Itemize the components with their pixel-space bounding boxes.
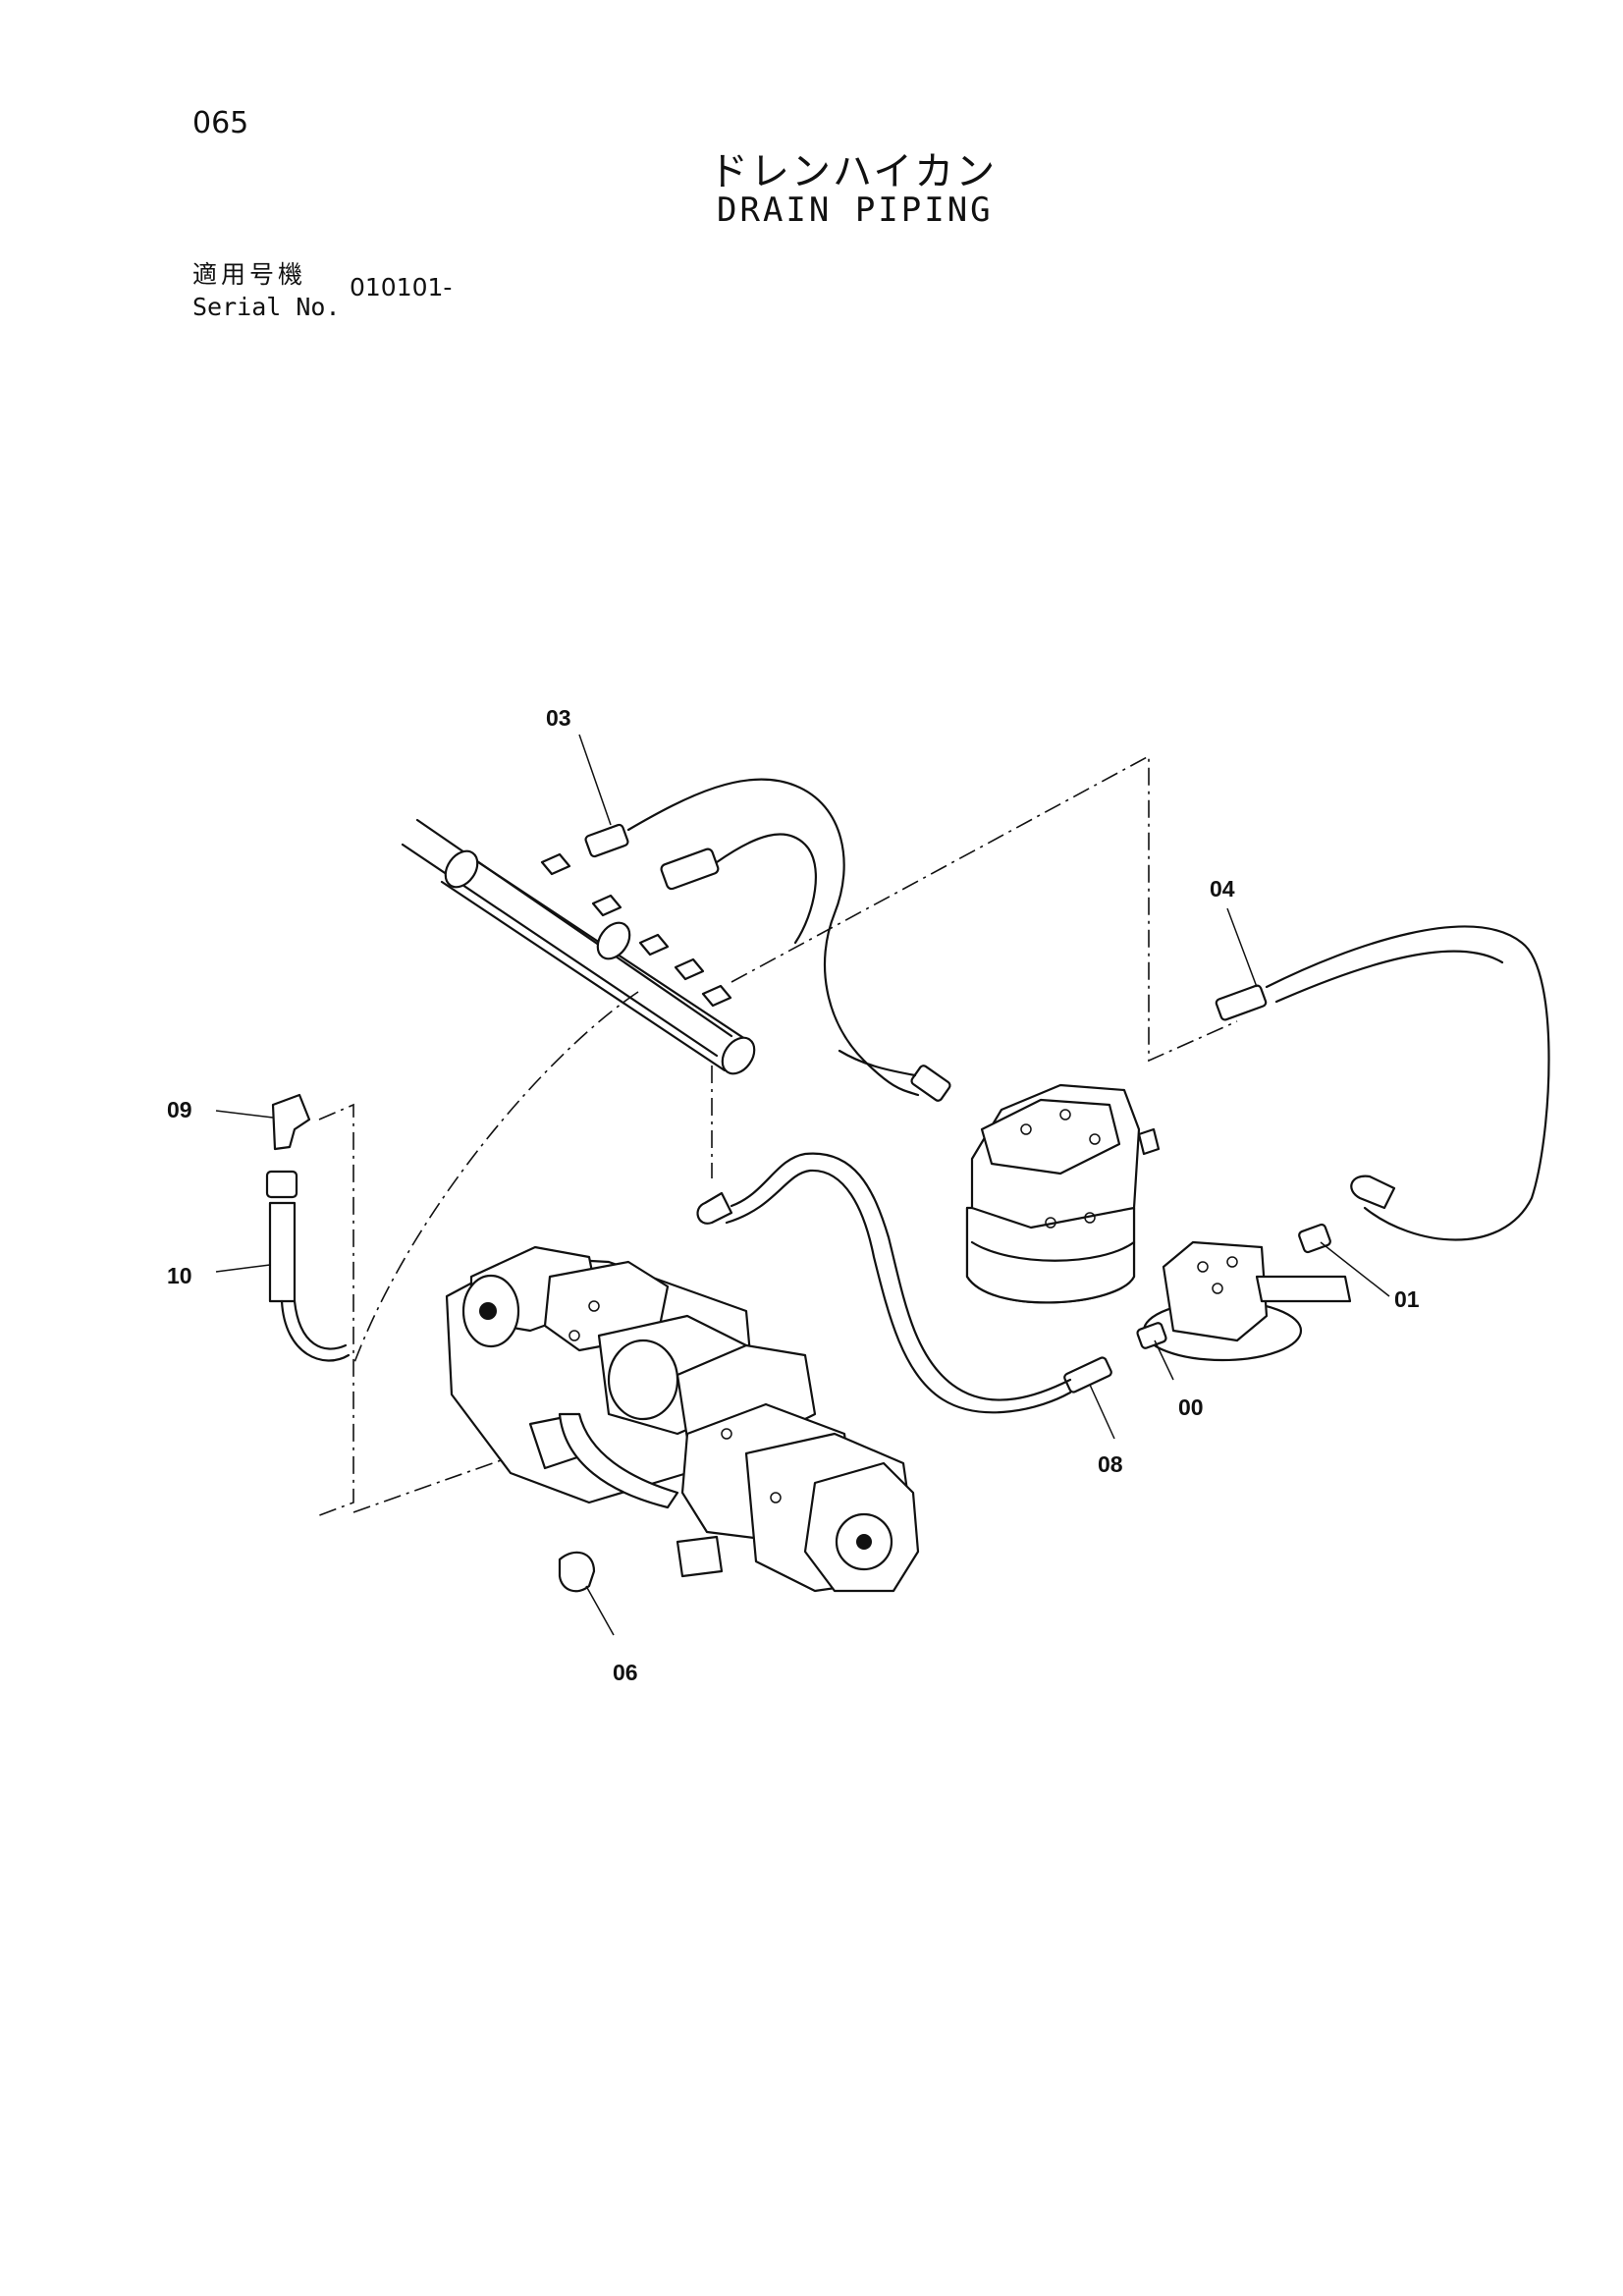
hose-09-10: [265, 1093, 351, 1362]
callout-08: 08: [1098, 1451, 1123, 1477]
serial-label-japanese: 適用号機: [192, 260, 307, 289]
hose-03: [584, 778, 920, 1097]
guide-lines: [313, 754, 1238, 1518]
page-title-japanese: ドレンハイカン: [709, 149, 998, 194]
leader-lines: [215, 734, 1390, 1636]
serial-label: Serial No.: [192, 293, 341, 321]
swing-motor: [838, 1049, 1161, 1304]
callout-00: 00: [1178, 1394, 1204, 1420]
page-title: DRAIN PIPING: [717, 191, 994, 230]
plug-06: [558, 1551, 596, 1593]
serial-number-value: 010101-: [350, 273, 453, 301]
callout-01: 01: [1394, 1286, 1420, 1312]
callout-04: 04: [1210, 876, 1235, 902]
hose-04: [1215, 925, 1550, 1241]
callout-10: 10: [167, 1263, 192, 1288]
center-joint: [1136, 1223, 1352, 1362]
main-tube-assembly: [401, 818, 756, 1075]
callout-06: 06: [613, 1660, 638, 1685]
callout-09: 09: [167, 1097, 192, 1122]
callout-03: 03: [546, 705, 571, 731]
page-number: 065: [192, 106, 249, 140]
hydraulic-pump: [445, 1245, 920, 1593]
hose-08: [696, 1152, 1112, 1414]
